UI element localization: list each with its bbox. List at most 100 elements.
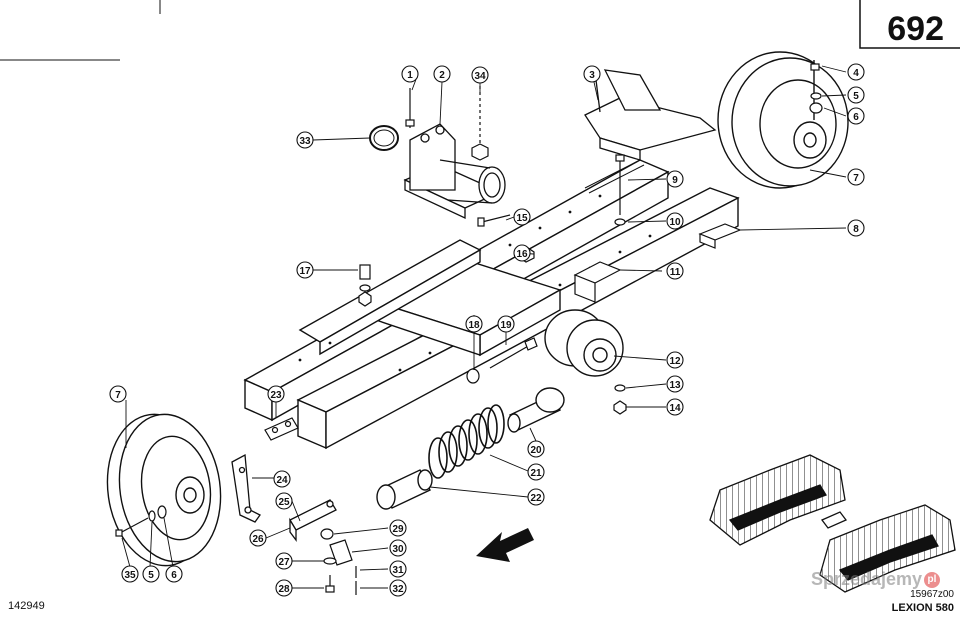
support-roller bbox=[544, 309, 624, 377]
callout-19: 19 bbox=[497, 315, 515, 333]
svg-text:13: 13 bbox=[669, 380, 681, 391]
callout-15: 15 bbox=[513, 208, 531, 226]
callout-9: 9 bbox=[666, 170, 684, 188]
bracket-25 bbox=[289, 499, 337, 542]
left-wheel-fasteners bbox=[115, 505, 167, 537]
callout-10: 10 bbox=[666, 212, 684, 230]
svg-text:1: 1 bbox=[407, 70, 413, 81]
svg-text:10: 10 bbox=[669, 217, 681, 228]
callout-26: 26 bbox=[249, 529, 267, 547]
svg-text:28: 28 bbox=[278, 584, 290, 595]
callout-8: 8 bbox=[847, 219, 865, 237]
watermark-suffix: pl bbox=[924, 572, 940, 589]
svg-text:9: 9 bbox=[672, 175, 678, 186]
svg-text:15: 15 bbox=[516, 213, 528, 224]
pins-and-bolts bbox=[320, 528, 357, 595]
drawing-reference-left: 142949 bbox=[8, 600, 45, 612]
svg-text:6: 6 bbox=[853, 112, 859, 123]
svg-text:2: 2 bbox=[439, 70, 445, 81]
callout-7: 7 bbox=[847, 168, 865, 186]
svg-text:6: 6 bbox=[171, 570, 177, 581]
page-number: 692 bbox=[887, 10, 944, 48]
callout-34: 34 bbox=[471, 66, 489, 84]
callout-18: 18 bbox=[465, 315, 483, 333]
svg-text:17: 17 bbox=[299, 266, 311, 277]
svg-text:34: 34 bbox=[474, 71, 486, 82]
track-frame bbox=[243, 159, 740, 450]
o-ring bbox=[369, 125, 399, 151]
callout-7-left: 7 bbox=[109, 385, 127, 403]
tension-spring bbox=[428, 404, 505, 479]
watermark-text: Sprzedajemy bbox=[810, 569, 922, 589]
plate-23 bbox=[264, 417, 299, 441]
svg-text:16: 16 bbox=[516, 249, 528, 260]
bracket-24 bbox=[231, 453, 261, 523]
svg-text:23: 23 bbox=[270, 390, 282, 401]
callout-27: 27 bbox=[275, 552, 293, 570]
svg-text:11: 11 bbox=[670, 267, 681, 278]
callout-14: 14 bbox=[666, 398, 684, 416]
bracket-11 bbox=[573, 261, 622, 303]
svg-text:8: 8 bbox=[853, 224, 859, 235]
idler-wheel-right bbox=[717, 51, 849, 189]
callout-1: 1 bbox=[401, 65, 419, 83]
drawing-reference-right: 15967z00 bbox=[910, 589, 954, 600]
bolt-1 bbox=[405, 88, 415, 128]
svg-text:12: 12 bbox=[669, 356, 681, 367]
svg-text:7: 7 bbox=[115, 390, 121, 401]
right-wheel-fasteners bbox=[809, 63, 823, 114]
callout-11: 11 bbox=[666, 262, 684, 280]
rail-bolt-holes bbox=[298, 194, 652, 372]
callout-labels: 1 2 34 3 4 5 6 7 33 9 10 15 16 8 17 11 1… bbox=[109, 63, 865, 597]
svg-text:35: 35 bbox=[124, 570, 136, 581]
callout-31: 31 bbox=[389, 560, 407, 578]
direction-arrow bbox=[476, 528, 534, 562]
svg-text:18: 18 bbox=[468, 320, 480, 331]
callout-16: 16 bbox=[513, 244, 531, 262]
bracket-3 bbox=[584, 69, 717, 161]
callout-6: 6 bbox=[847, 107, 865, 125]
callout-6-left: 6 bbox=[165, 565, 183, 583]
svg-text:33: 33 bbox=[299, 136, 311, 147]
track-overview-inset bbox=[709, 454, 956, 593]
svg-text:22: 22 bbox=[530, 493, 542, 504]
callout-35: 35 bbox=[121, 565, 139, 583]
svg-text:31: 31 bbox=[392, 565, 404, 576]
callout-12: 12 bbox=[666, 351, 684, 369]
support-bracket bbox=[403, 123, 506, 220]
callout-17: 17 bbox=[296, 261, 314, 279]
callout-20: 20 bbox=[527, 440, 545, 458]
idler-wheel-left bbox=[106, 413, 222, 567]
spring-cup bbox=[376, 469, 433, 510]
callout-33: 33 bbox=[296, 131, 314, 149]
svg-text:24: 24 bbox=[276, 475, 288, 486]
svg-text:7: 7 bbox=[853, 173, 859, 184]
svg-text:5: 5 bbox=[148, 570, 154, 581]
callout-28: 28 bbox=[275, 579, 293, 597]
svg-text:26: 26 bbox=[252, 534, 264, 545]
callout-24: 24 bbox=[273, 470, 291, 488]
svg-text:25: 25 bbox=[278, 497, 290, 508]
callout-5: 5 bbox=[847, 86, 865, 104]
svg-text:5: 5 bbox=[853, 91, 859, 102]
nut-18 bbox=[466, 368, 480, 384]
svg-text:21: 21 bbox=[530, 468, 542, 479]
machine-model: LEXION 580 bbox=[891, 602, 954, 614]
svg-text:29: 29 bbox=[392, 524, 404, 535]
callout-3: 3 bbox=[583, 65, 601, 83]
svg-text:30: 30 bbox=[392, 544, 404, 555]
callout-5-left: 5 bbox=[142, 565, 160, 583]
callout-2: 2 bbox=[433, 65, 451, 83]
nuts-17 bbox=[358, 264, 372, 307]
callout-21: 21 bbox=[527, 463, 545, 481]
svg-text:4: 4 bbox=[853, 68, 859, 79]
callout-23: 23 bbox=[267, 385, 285, 403]
svg-text:14: 14 bbox=[669, 403, 681, 414]
svg-text:27: 27 bbox=[278, 557, 290, 568]
callout-4: 4 bbox=[847, 63, 865, 81]
svg-text:3: 3 bbox=[589, 70, 595, 81]
nut-34 bbox=[471, 86, 489, 161]
